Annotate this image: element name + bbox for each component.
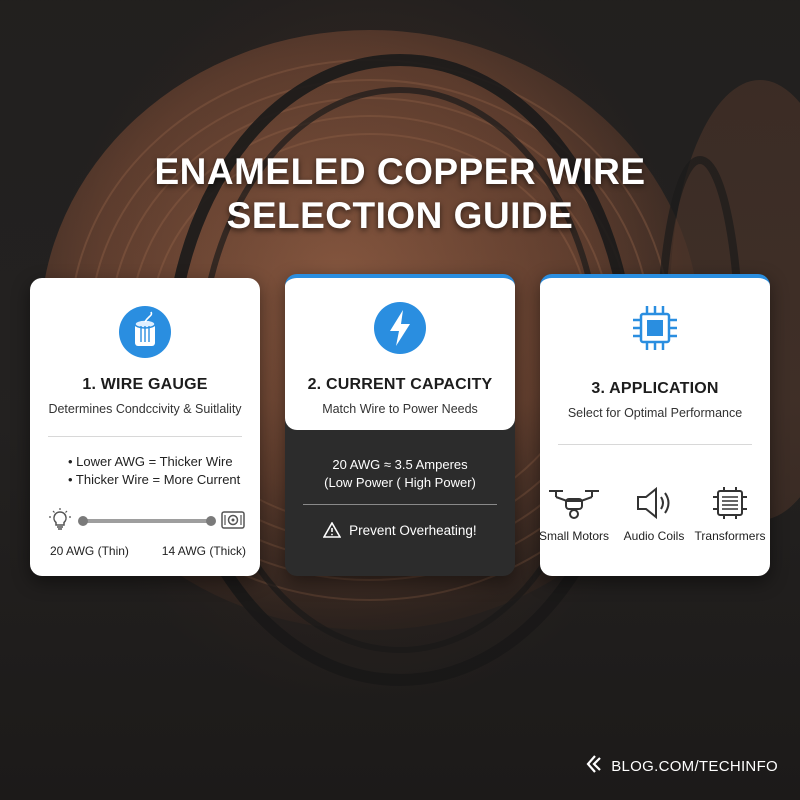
card-subtitle: Select for Optimal Performance — [567, 406, 743, 420]
warning-message: Prevent Overheating! — [285, 521, 515, 541]
wire-coil-icon — [117, 304, 173, 360]
transformer-icon — [690, 483, 770, 523]
lightning-bolt-icon — [372, 300, 428, 356]
current-capacity-card: 2. CURRENT CAPACITY Match Wire to Power … — [285, 274, 515, 576]
gauge-start-dot — [78, 516, 88, 526]
app-label: Small Motors — [540, 529, 609, 543]
gauge-end-dot — [206, 516, 216, 526]
app-item-small-motors: Small Motors — [540, 483, 614, 543]
card-heading: 1. WIRE GAUGE — [82, 376, 208, 393]
drone-icon — [540, 483, 614, 523]
app-item-transformers: Transformers — [690, 483, 770, 543]
capacity-line: 20 AWG ≈ 3.5 Amperes — [332, 457, 468, 472]
warning-triangle-icon — [322, 521, 342, 541]
bullet-list: • Lower AWG = Thicker Wire • Thicker Wir… — [30, 453, 260, 489]
card-heading: 2. CURRENT CAPACITY — [307, 376, 493, 393]
app-item-audio-coils: Audio Coils — [614, 483, 694, 543]
motor-icon — [220, 508, 246, 537]
page-title: ENAMELED COPPER WIRE SELECTION GUIDE — [0, 150, 800, 238]
footer-link-text[interactable]: BLOG.COM/TECHINFO — [611, 757, 778, 775]
divider — [303, 504, 497, 505]
card-heading: 3. APPLICATION — [591, 380, 719, 397]
gauge-left-label: 20 AWG (Thin) — [50, 544, 129, 558]
application-list: Small Motors Audio Coils Transformers — [540, 483, 770, 553]
title-line-2: SELECTION GUIDE — [226, 195, 574, 236]
gauge-scale — [48, 508, 246, 532]
capacity-range: (Low Power ( High Power) — [324, 475, 476, 490]
speaker-icon — [614, 483, 694, 523]
app-label: Audio Coils — [623, 529, 685, 543]
divider — [558, 444, 752, 445]
footer-credit[interactable]: BLOG.COM/TECHINFO — [585, 754, 778, 778]
app-label: Transformers — [694, 529, 766, 543]
gauge-track — [82, 519, 212, 523]
divider — [48, 436, 242, 437]
chip-icon — [627, 300, 683, 356]
bullet-item: • Thicker Wire = More Current — [68, 472, 241, 487]
gauge-right-label: 14 AWG (Thick) — [161, 544, 246, 558]
wire-gauge-card: 1. WIRE GAUGE Determines Condccivity & S… — [30, 278, 260, 576]
card-subtitle: Determines Condccivity & Suitlality — [48, 402, 242, 416]
card-header-panel: 2. CURRENT CAPACITY Match Wire to Power … — [285, 278, 515, 430]
card-subtitle: Match Wire to Power Needs — [322, 402, 478, 416]
light-bulb-icon — [48, 508, 72, 537]
bullet-item: • Lower AWG = Thicker Wire — [68, 454, 233, 469]
title-line-1: ENAMELED COPPER WIRE — [154, 151, 646, 192]
blog-logo-icon — [585, 754, 605, 778]
warning-text: Prevent Overheating! — [349, 523, 477, 538]
application-card: 3. APPLICATION Select for Optimal Perfor… — [540, 274, 770, 576]
